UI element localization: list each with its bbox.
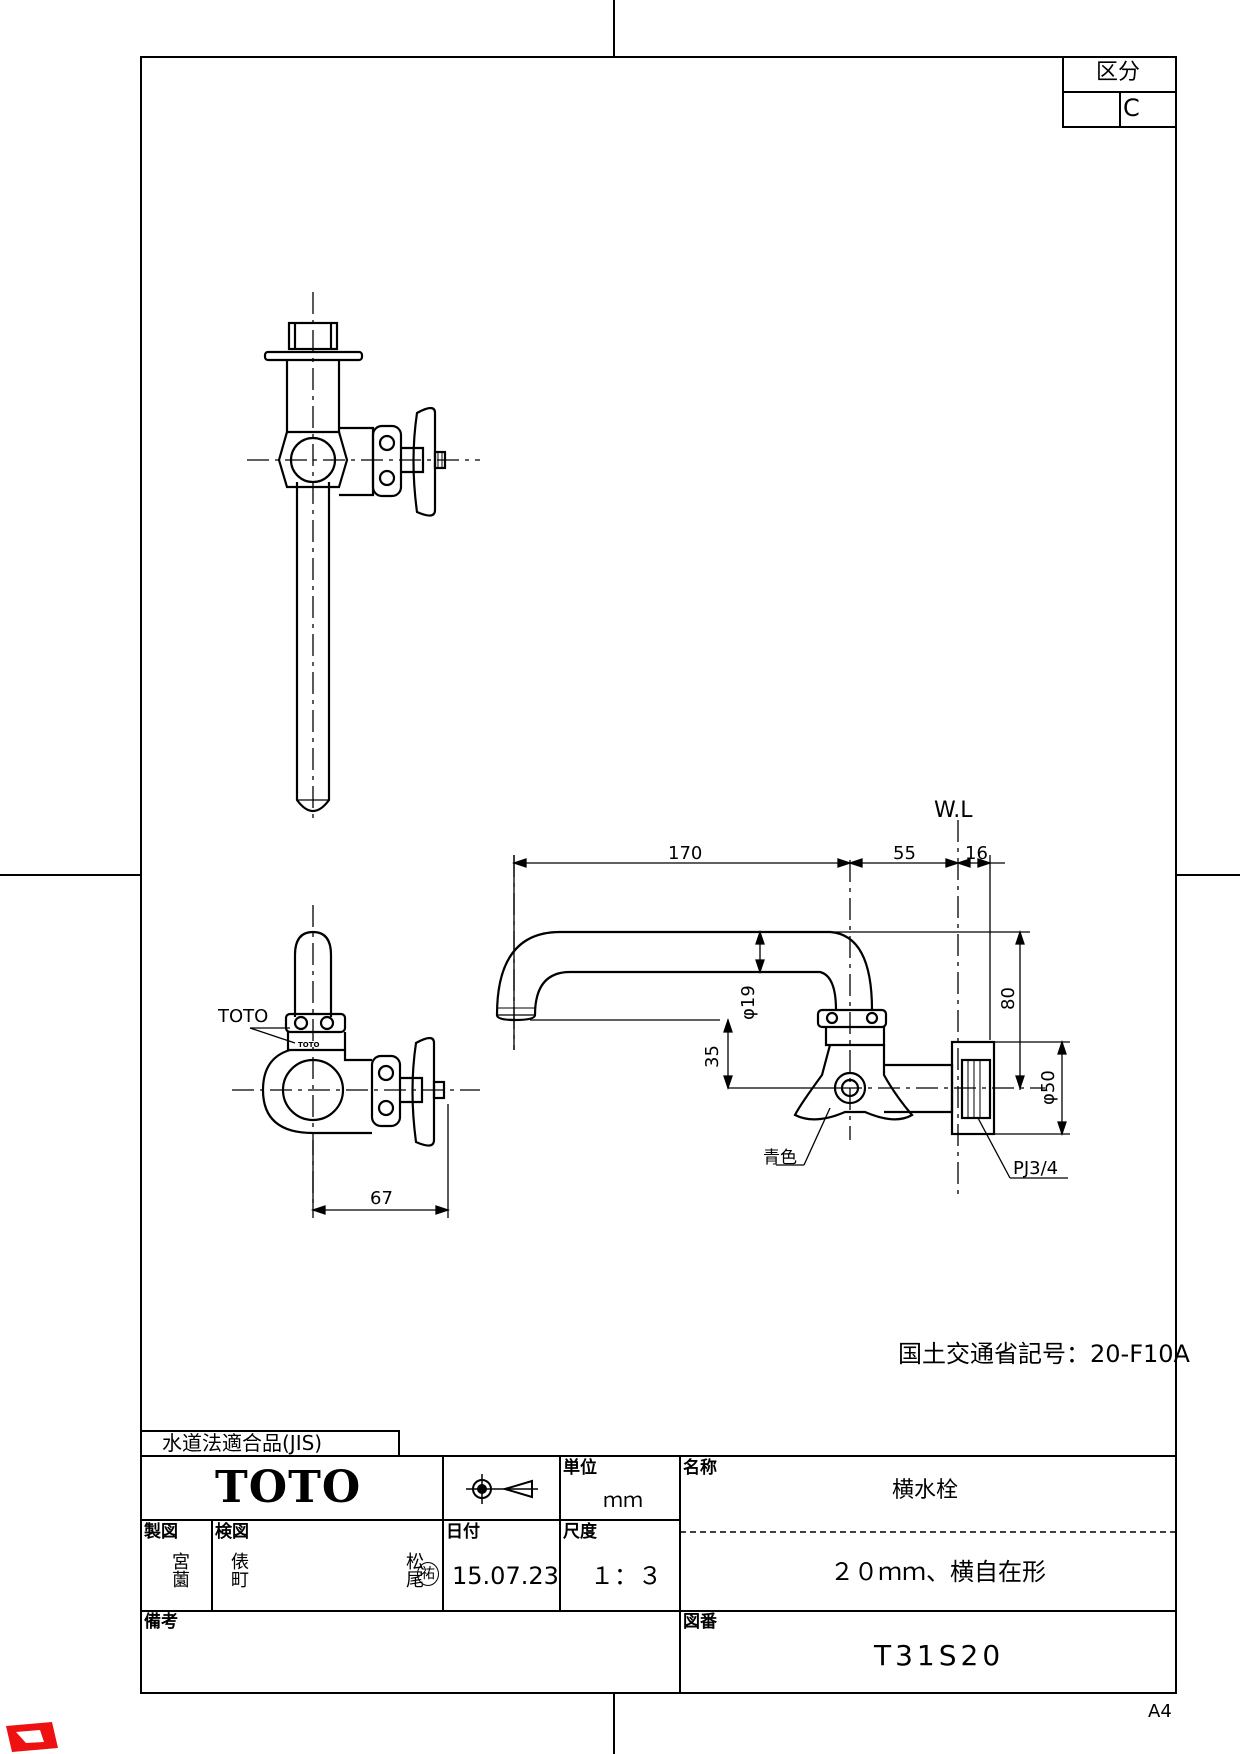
dim-67	[310, 1104, 451, 1218]
thread-callout: PJ3/4	[1013, 1158, 1059, 1179]
remarks-label: 備考	[144, 1612, 178, 1632]
product-name: 横水栓	[892, 1478, 959, 1503]
drawn-label: 製図	[144, 1522, 178, 1542]
top-view	[247, 292, 480, 818]
approval-seal: 祐	[417, 1562, 439, 1586]
projection-symbol	[466, 1474, 538, 1504]
dim-67-label: 67	[370, 1188, 393, 1209]
drawn-by: 宮薗	[169, 1552, 190, 1588]
dim-170: 170	[668, 843, 703, 864]
stamp-logo	[6, 1722, 58, 1752]
drawing-number: T31S20	[874, 1639, 1005, 1672]
jis-note: 水道法適合品(JIS)	[162, 1431, 323, 1455]
dim-55: 55	[893, 843, 916, 864]
paper-size: A4	[1148, 1701, 1172, 1722]
spec-value: ２０ｍｍ、横自在形	[830, 1558, 1046, 1586]
scale-label: 尺度	[563, 1522, 597, 1542]
checked-label: 検図	[215, 1522, 249, 1542]
side-view	[495, 930, 996, 1136]
dim-phi19: φ19	[738, 985, 759, 1020]
dim-16: 16	[965, 843, 988, 864]
side-view-dimensions	[511, 855, 1070, 1179]
unit-value: ｍｍ	[603, 1488, 643, 1512]
name-label: 名称	[683, 1458, 717, 1478]
toto-logo: TOTO	[215, 1462, 362, 1513]
checked-by-1: 俵町	[228, 1552, 249, 1588]
side-view-centerlines	[513, 820, 1045, 1195]
date-label: 日付	[446, 1522, 480, 1542]
unit-label: 単位	[563, 1458, 597, 1478]
dim-phi50: φ50	[1038, 1070, 1059, 1105]
toto-leader	[249, 1027, 296, 1044]
kubun-label: 区分	[1096, 60, 1141, 85]
water-level-label: W.L	[934, 798, 973, 823]
drawing-no-label: 図番	[683, 1612, 717, 1632]
dim-35: 35	[702, 1045, 723, 1068]
kubun-value: C	[1123, 94, 1140, 122]
date-value: 15.07.23	[452, 1562, 559, 1590]
front-view	[232, 905, 480, 1210]
scale-value: １：３	[590, 1562, 662, 1590]
ministry-code: 国土交通省記号：20-F10A	[898, 1340, 1190, 1368]
body-stamp: TOTO	[298, 1041, 320, 1049]
handle-color-callout: 青色	[763, 1148, 797, 1168]
title-block	[140, 1430, 1176, 1693]
toto-mark-callout: TOTO	[218, 1006, 269, 1027]
dim-80: 80	[998, 987, 1019, 1010]
